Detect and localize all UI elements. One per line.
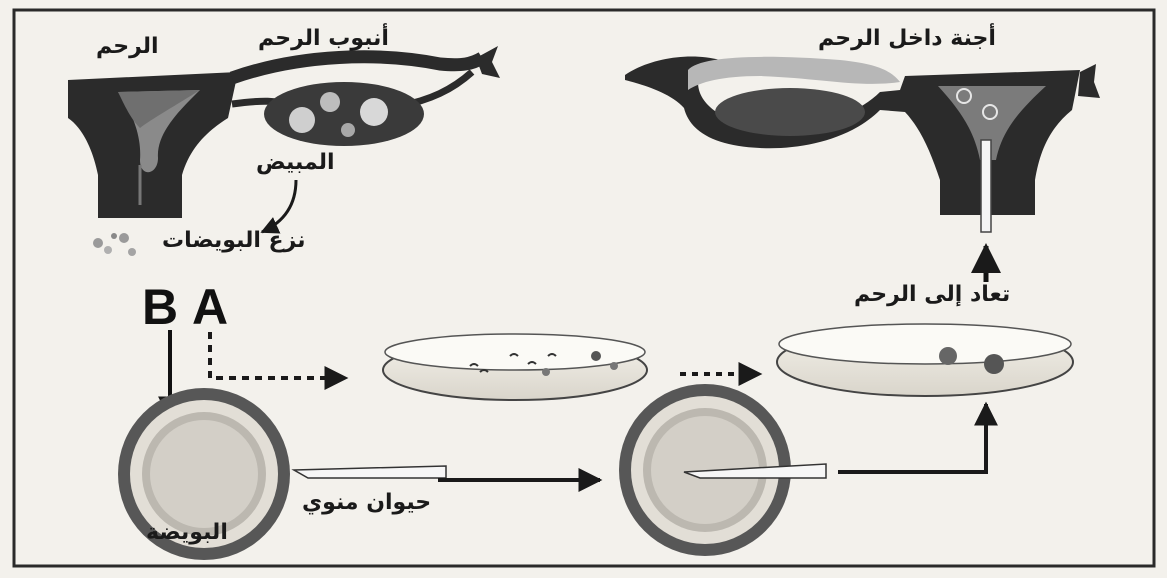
- embryos-in-uterus-label: أجنة داخل الرحم: [818, 28, 996, 50]
- method-a-label: A: [192, 282, 228, 332]
- return-to-uterus-label: تعاد إلى الرحم: [854, 284, 1010, 306]
- egg-to-dish-arrow: [838, 404, 986, 472]
- method-b-label: B: [142, 282, 178, 332]
- retrieval-arrow: [262, 180, 296, 232]
- egg-retrieval-label: نزع البويضات: [162, 230, 306, 252]
- uterus-left-illustration: [68, 72, 238, 218]
- ovary-label: المبيض: [256, 152, 335, 174]
- uterus-right-illustration: [625, 56, 1100, 232]
- uterus-label: الرحم: [96, 36, 159, 58]
- retrieved-eggs: [93, 233, 136, 256]
- egg-label: البويضة: [146, 522, 228, 544]
- fallopian-tube-label: أنبوب الرحم: [258, 28, 389, 50]
- petri-dish-embryos: [777, 324, 1073, 396]
- method-a-dotted-arrow: [210, 332, 346, 378]
- ovary-illustration: [264, 82, 424, 146]
- petri-dish-fertilization: [383, 334, 647, 400]
- sperm-label: حيوان منوي: [302, 492, 431, 514]
- sperm-needle-left: [294, 466, 446, 478]
